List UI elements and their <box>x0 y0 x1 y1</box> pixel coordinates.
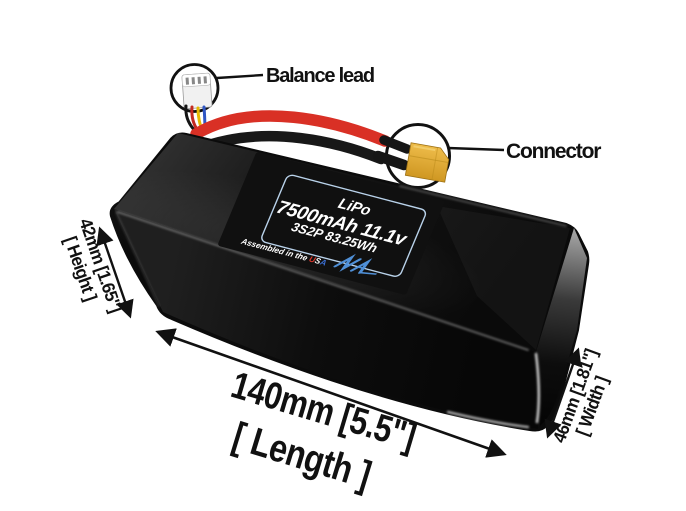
battery: LiPo 7500mAh 11.1v 3S2P 83.25Wh Assemble… <box>74 132 590 432</box>
annotations: Balance lead Connector <box>216 65 602 163</box>
red-wire <box>190 110 391 147</box>
height-arrow <box>96 226 134 319</box>
sticker-background <box>218 152 445 295</box>
label-chemistry: LiPo <box>336 195 374 219</box>
sticker-border <box>261 174 427 277</box>
balance-lead-pointer <box>216 73 264 80</box>
balance-lead-connector <box>181 72 213 110</box>
connector-pointer <box>447 146 505 152</box>
battery-top-reflection <box>437 206 570 350</box>
brand-logo <box>333 253 377 275</box>
length-arrow <box>155 328 507 458</box>
power-wires <box>190 110 391 165</box>
balance-lead-circle <box>169 63 220 113</box>
xt60-connector <box>404 142 450 183</box>
wire-boots <box>372 135 412 171</box>
width-arrow <box>544 347 582 439</box>
balance-lead-label: Balance lead <box>266 65 374 87</box>
connector-label: Connector <box>506 140 601 163</box>
black-wire <box>194 130 387 165</box>
